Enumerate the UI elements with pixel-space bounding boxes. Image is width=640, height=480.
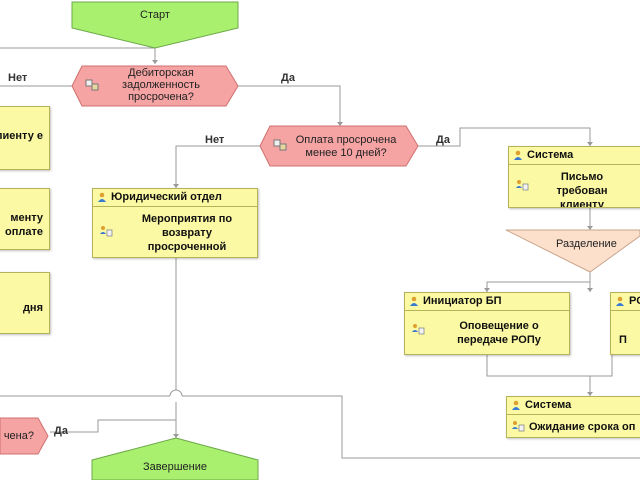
task-legal[interactable]: Юридический отдел Мероприятия по возврат… xyxy=(92,188,258,258)
task-system-wait[interactable]: Система Ожидание срока оп xyxy=(506,396,640,438)
task-icon xyxy=(100,226,113,237)
task-rop-role: РО xyxy=(629,295,640,307)
task-rop[interactable]: РО П xyxy=(610,292,640,355)
task-left-3-text: дня xyxy=(22,302,43,314)
decision-10days-label[interactable]: Оплата просрочена менее 10 дней? xyxy=(295,134,397,159)
task-system-wait-text: Ожидание срока оп xyxy=(529,421,636,433)
decision-debt-shape xyxy=(71,65,239,107)
person-icon xyxy=(512,400,520,410)
task-left-1-text: лиенту е xyxy=(0,130,43,142)
decision-icons xyxy=(85,79,287,151)
task-icon xyxy=(412,324,425,335)
task-system-letter-text: Письмо требован клиенту xyxy=(556,171,608,208)
edge-label-yes-3: Да xyxy=(54,425,68,437)
task-icon xyxy=(512,421,525,432)
task-initiator-role: Инициатор БП xyxy=(423,295,502,307)
start-label[interactable]: Старт xyxy=(140,9,170,21)
task-legal-role: Юридический отдел xyxy=(111,191,222,203)
task-initiator-text: Оповещение о передаче РОПу xyxy=(457,320,541,346)
decision-10days-shape xyxy=(259,125,419,167)
end-shape xyxy=(91,437,259,480)
person-icon xyxy=(98,192,106,202)
task-left-2-text: менту оплате xyxy=(5,212,43,238)
start-shape xyxy=(71,1,239,49)
task-initiator[interactable]: Инициатор БП Оповещение о передаче РОПу xyxy=(404,292,570,355)
task-left-2[interactable]: менту оплате xyxy=(0,188,50,250)
decision-left-label[interactable]: чена? xyxy=(3,430,34,442)
task-system-wait-role: Система xyxy=(525,399,572,411)
task-left-1[interactable]: лиенту е xyxy=(0,106,50,170)
task-system-letter[interactable]: Система Письмо требован клиенту xyxy=(508,146,640,208)
decision-debt-label[interactable]: Дебиторская задолженность просрочена? xyxy=(122,67,200,103)
split-shape xyxy=(505,229,640,273)
person-icon xyxy=(410,296,418,306)
person-icon xyxy=(514,150,522,160)
end-label[interactable]: Завершение xyxy=(143,461,207,473)
edge-label-yes-1: Да xyxy=(281,72,295,84)
task-system-letter-role: Система xyxy=(527,149,574,161)
task-icon xyxy=(516,180,529,191)
edge-label-no-1: Нет xyxy=(8,72,28,84)
edge-label-no-2: Нет xyxy=(205,134,225,146)
task-rop-text: П xyxy=(619,334,627,346)
task-legal-text: Мероприятия по возврату просроченной xyxy=(141,213,233,253)
edge-label-yes-2: Да xyxy=(436,134,450,146)
split-label[interactable]: Разделение xyxy=(556,238,617,250)
person-icon xyxy=(616,296,624,306)
task-left-3[interactable]: дня xyxy=(0,272,50,334)
decision-left-shape xyxy=(0,417,49,455)
